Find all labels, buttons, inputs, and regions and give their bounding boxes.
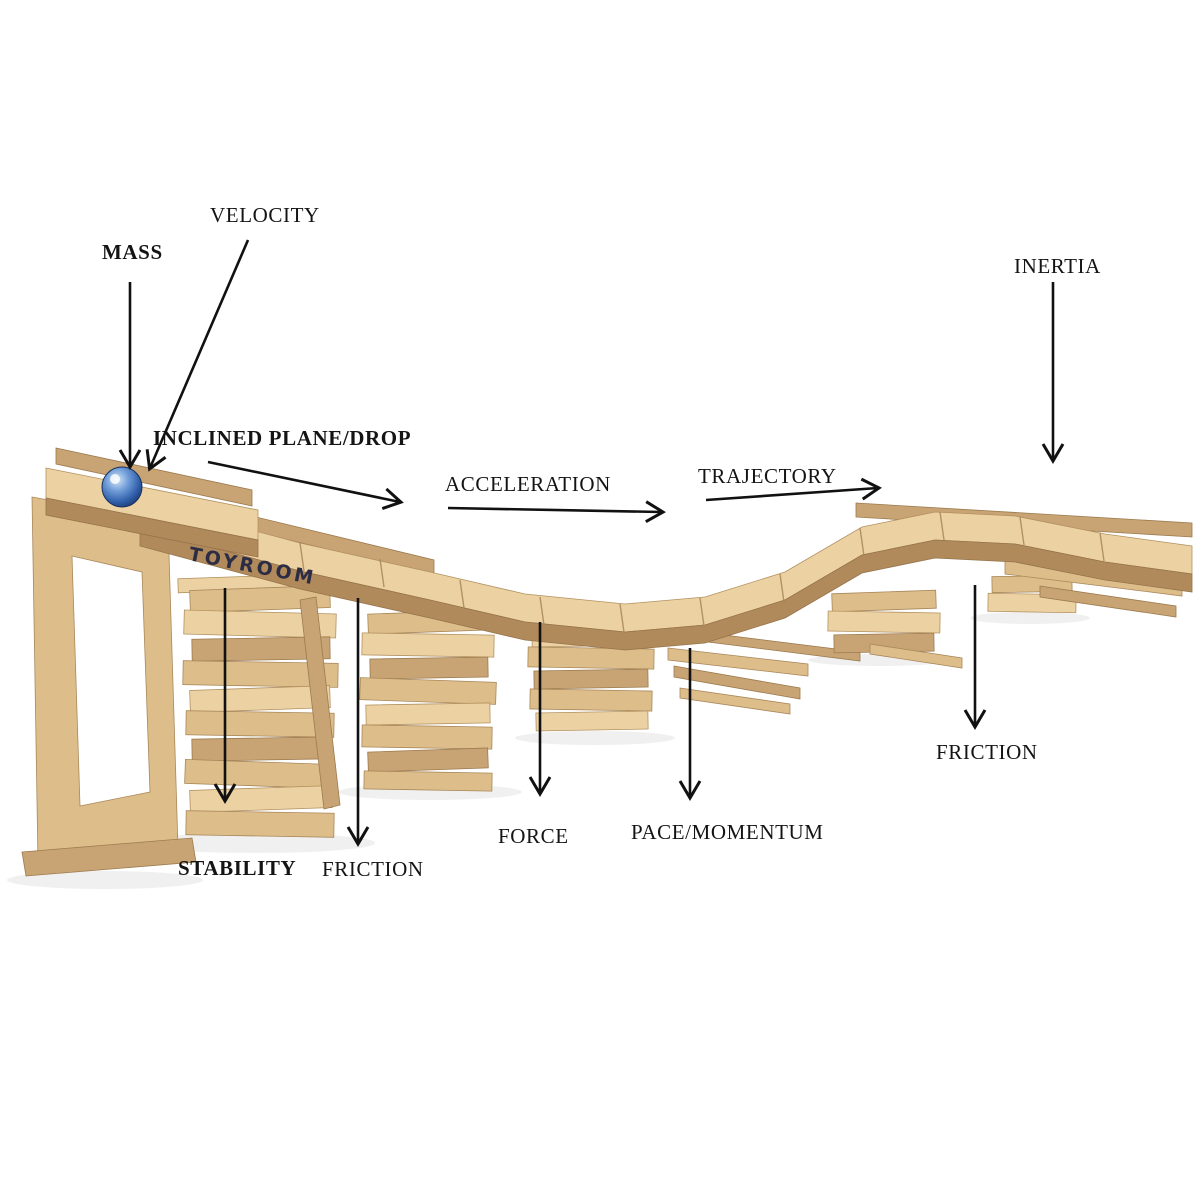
marble — [101, 466, 143, 508]
label-friction-right: FRICTION — [936, 740, 1038, 764]
frame-base-plank — [21, 837, 197, 877]
label-acceleration: ACCELERATION — [445, 472, 611, 496]
track-front-face — [139, 527, 1193, 651]
leaning-plank — [299, 596, 341, 810]
label-velocity: VELOCITY — [210, 203, 320, 227]
platform-back-rail — [55, 447, 253, 507]
label-friction-left: FRICTION — [322, 857, 424, 881]
support-pier-4-fan-planks — [667, 631, 861, 715]
frame-ring — [31, 496, 179, 863]
label-trajectory: TRAJECTORY — [698, 464, 837, 488]
arrow-acceleration — [447, 500, 666, 524]
arrow-inclined-plane — [207, 460, 404, 510]
label-inertia: INERTIA — [1014, 254, 1101, 278]
marble-highlight — [110, 474, 120, 484]
platform-front — [45, 497, 259, 558]
support-pier-2 — [359, 609, 497, 792]
label-pace-momentum: PACE/MOMENTUM — [631, 820, 824, 844]
label-inclined-plane: INCLINED PLANE/DROP — [153, 426, 412, 450]
arrow-velocity — [145, 239, 250, 472]
label-force: FORCE — [498, 824, 569, 848]
annotation-arrows — [118, 239, 1065, 847]
arrow-trajectory — [705, 477, 882, 502]
support-pier-5 — [827, 589, 963, 669]
label-stability: STABILITY — [178, 856, 297, 880]
label-mass: MASS — [102, 240, 163, 264]
support-pier-1 — [177, 572, 341, 838]
launch-platform — [45, 447, 259, 558]
left-frame-tower — [21, 496, 197, 877]
support-pier-3 — [527, 626, 655, 732]
